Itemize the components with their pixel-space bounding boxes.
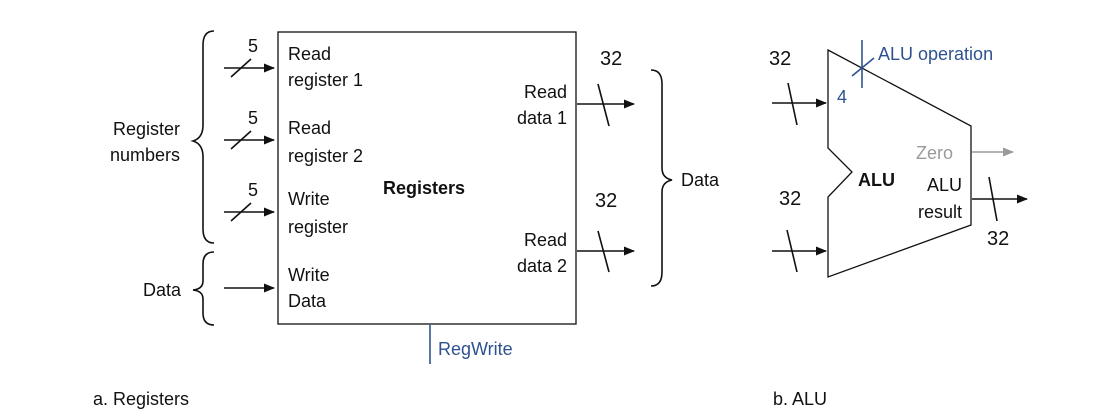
register-file-title: Registers: [383, 178, 465, 198]
data-out-label: Data: [681, 170, 720, 190]
write-data-label-line2: Data: [288, 291, 327, 311]
read-register-2-port: 5 Read register 2: [224, 108, 363, 166]
read-register-1-bus-slash: [230, 58, 252, 78]
data-in-label: Data: [143, 280, 182, 300]
read-register-2-bus-slash: [230, 130, 252, 150]
alu-operation-bus-slash: [851, 57, 875, 77]
write-register-bus-slash: [230, 202, 252, 222]
read-register-1-label-line2: register 1: [288, 70, 363, 90]
alu-input-b-width: 32: [779, 188, 801, 210]
read-register-1-port: 5 Read register 1: [224, 36, 363, 90]
read-data-2-label-line2: data 2: [517, 256, 567, 276]
regwrite-control: RegWrite: [429, 325, 513, 364]
alu-result-label-line2: result: [918, 202, 962, 222]
alu-caption: b. ALU: [773, 389, 827, 409]
read-data-1-label-line1: Read: [524, 82, 567, 102]
write-register-width: 5: [248, 180, 258, 200]
read-data-1-label-line2: data 1: [517, 108, 567, 128]
alu-input-b-bus-slash: [786, 229, 798, 273]
alu-zero-output: Zero: [916, 143, 1015, 163]
write-data-port: Write Data: [224, 265, 330, 311]
read-register-1-width: 5: [248, 36, 258, 56]
alu-title: ALU: [858, 170, 895, 190]
read-register-2-width: 5: [248, 108, 258, 128]
register-file: Registers 5 Read register 1 5 Read regis…: [93, 30, 720, 409]
write-register-port: 5 Write register: [224, 180, 348, 237]
register-numbers-label-line2: numbers: [110, 145, 180, 165]
read-data-2-port: Read data 2 32: [517, 190, 636, 276]
read-data-2-bus-slash: [597, 230, 610, 273]
registers-caption: a. Registers: [93, 389, 189, 409]
alu-operation-width: 4: [837, 87, 847, 107]
write-register-label-line2: register: [288, 217, 348, 237]
regwrite-label: RegWrite: [438, 339, 513, 359]
read-register-1-label-line1: Read: [288, 44, 331, 64]
alu-input-b: 32: [772, 188, 828, 273]
alu-zero-label: Zero: [916, 143, 953, 163]
alu-result-output: ALU result 32: [918, 175, 1029, 250]
read-register-2-label-line1: Read: [288, 118, 331, 138]
alu-operation-control: 4 ALU operation: [837, 40, 993, 107]
read-register-2-label-line2: register 2: [288, 146, 363, 166]
read-data-2-label-line1: Read: [524, 230, 567, 250]
read-data-1-bus-slash: [597, 83, 610, 127]
alu-input-a-width: 32: [769, 48, 791, 70]
alu-result-width: 32: [987, 228, 1009, 250]
alu-unit: ALU 32 32 4 ALU operation Zero ALU: [769, 40, 1029, 409]
alu-result-label-line1: ALU: [927, 175, 962, 195]
write-register-label-line1: Write: [288, 189, 330, 209]
alu-body: [827, 48, 972, 278]
write-data-label-line1: Write: [288, 265, 330, 285]
register-file-box: [277, 31, 577, 325]
alu-input-a: 32: [769, 48, 828, 126]
alu-input-a-bus-slash: [787, 82, 798, 126]
alu-operation-label: ALU operation: [878, 44, 993, 64]
read-data-1-port: Read data 1 32: [517, 48, 636, 128]
alu-result-bus-slash: [988, 176, 998, 222]
register-numbers-label-line1: Register: [113, 119, 180, 139]
data-in-brace: [192, 251, 215, 326]
read-data-1-width: 32: [600, 48, 622, 70]
data-out-brace: [650, 69, 673, 287]
read-data-2-width: 32: [595, 190, 617, 212]
register-numbers-brace: [190, 30, 215, 244]
